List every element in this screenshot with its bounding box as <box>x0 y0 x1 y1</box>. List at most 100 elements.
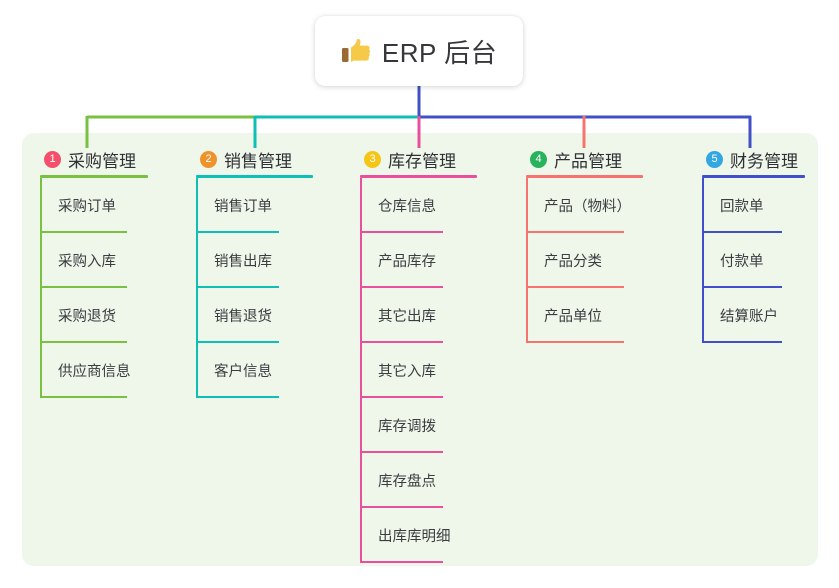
item-stem <box>526 178 528 233</box>
item-label: 采购入库 <box>58 254 116 270</box>
item-stem <box>526 288 528 343</box>
column-header-5[interactable]: 5 财务管理 <box>702 145 798 173</box>
item-stem <box>702 233 704 288</box>
column-index-badge: 1 <box>44 150 61 168</box>
item-label: 回款单 <box>720 199 764 215</box>
column-items: 销售订单销售出库销售退货客户信息 <box>196 178 292 398</box>
list-item[interactable]: 回款单 <box>702 178 798 233</box>
root-node[interactable]: ERP 后台 <box>315 16 523 86</box>
list-item[interactable]: 产品分类 <box>526 233 624 288</box>
column-header-1[interactable]: 1 采购管理 <box>40 145 136 173</box>
item-rule <box>526 286 624 288</box>
item-stem <box>40 178 42 233</box>
list-item[interactable]: 其它出库 <box>360 288 456 343</box>
item-rule <box>196 341 279 343</box>
list-item[interactable]: 产品单位 <box>526 288 624 343</box>
item-stem <box>360 453 362 508</box>
column-title: 采购管理 <box>68 151 136 171</box>
list-item[interactable]: 仓库信息 <box>360 178 456 233</box>
list-item[interactable]: 销售出库 <box>196 233 292 288</box>
item-stem <box>702 178 704 233</box>
item-stem <box>360 508 362 563</box>
list-item[interactable]: 付款单 <box>702 233 798 288</box>
item-label: 供应商信息 <box>58 364 131 380</box>
item-label: 客户信息 <box>214 364 272 380</box>
item-label: 其它出库 <box>378 309 436 325</box>
item-stem <box>360 343 362 398</box>
list-item[interactable]: 供应商信息 <box>40 343 136 398</box>
list-item[interactable]: 销售订单 <box>196 178 292 233</box>
item-label: 采购退货 <box>58 309 116 325</box>
list-item[interactable]: 其它入库 <box>360 343 456 398</box>
list-item[interactable]: 客户信息 <box>196 343 292 398</box>
list-item[interactable]: 库存调拨 <box>360 398 456 453</box>
mindmap-panel <box>22 133 818 566</box>
item-rule <box>196 396 279 398</box>
column-index-badge: 4 <box>530 150 547 168</box>
list-item[interactable]: 库存盘点 <box>360 453 456 508</box>
item-rule <box>360 341 443 343</box>
item-rule <box>360 231 443 233</box>
item-rule <box>360 396 443 398</box>
item-rule <box>702 286 782 288</box>
item-stem <box>40 288 42 343</box>
item-label: 结算账户 <box>720 309 778 325</box>
list-item[interactable]: 采购入库 <box>40 233 136 288</box>
item-label: 产品（物料） <box>544 199 631 215</box>
item-stem <box>702 288 704 343</box>
column-header-rule <box>196 175 313 178</box>
list-item[interactable]: 产品库存 <box>360 233 456 288</box>
item-label: 库存调拨 <box>378 419 436 435</box>
column-title: 财务管理 <box>730 151 798 171</box>
item-stem <box>196 233 198 288</box>
item-label: 产品库存 <box>378 254 436 270</box>
item-rule <box>196 231 279 233</box>
column-header-rule <box>526 175 643 178</box>
item-rule <box>196 286 279 288</box>
list-item[interactable]: 出库库明细 <box>360 508 456 563</box>
item-label: 库存盘点 <box>378 474 436 490</box>
column-采购管理: 1 采购管理采购订单采购入库采购退货供应商信息 <box>40 145 148 398</box>
item-rule <box>360 561 443 563</box>
item-label: 付款单 <box>720 254 764 270</box>
item-stem <box>196 288 198 343</box>
item-label: 销售订单 <box>214 199 272 215</box>
column-财务管理: 5 财务管理回款单付款单结算账户 <box>702 145 805 343</box>
root-title: ERP 后台 <box>381 37 498 68</box>
item-stem <box>360 288 362 343</box>
item-stem <box>40 343 42 398</box>
list-item[interactable]: 销售退货 <box>196 288 292 343</box>
column-items: 回款单付款单结算账户 <box>702 178 798 343</box>
list-item[interactable]: 结算账户 <box>702 288 798 343</box>
item-rule <box>360 286 443 288</box>
item-stem <box>526 233 528 288</box>
column-title: 产品管理 <box>554 151 622 171</box>
item-rule <box>40 341 127 343</box>
item-stem <box>360 398 362 453</box>
item-stem <box>196 178 198 233</box>
column-title: 库存管理 <box>388 151 456 171</box>
item-label: 销售出库 <box>214 254 272 270</box>
item-stem <box>40 233 42 288</box>
column-header-4[interactable]: 4 产品管理 <box>526 145 622 173</box>
column-header-rule <box>702 175 805 178</box>
list-item[interactable]: 产品（物料） <box>526 178 631 233</box>
column-header-rule <box>40 175 148 178</box>
list-item[interactable]: 采购退货 <box>40 288 136 343</box>
item-rule <box>360 506 443 508</box>
item-rule <box>40 286 127 288</box>
item-rule <box>702 231 782 233</box>
column-title: 销售管理 <box>224 151 292 171</box>
item-stem <box>196 343 198 398</box>
column-index-badge: 5 <box>706 150 723 168</box>
column-header-rule <box>360 175 477 178</box>
item-label: 产品分类 <box>544 254 602 270</box>
item-rule <box>40 231 127 233</box>
item-label: 采购订单 <box>58 199 116 215</box>
list-item[interactable]: 采购订单 <box>40 178 136 233</box>
